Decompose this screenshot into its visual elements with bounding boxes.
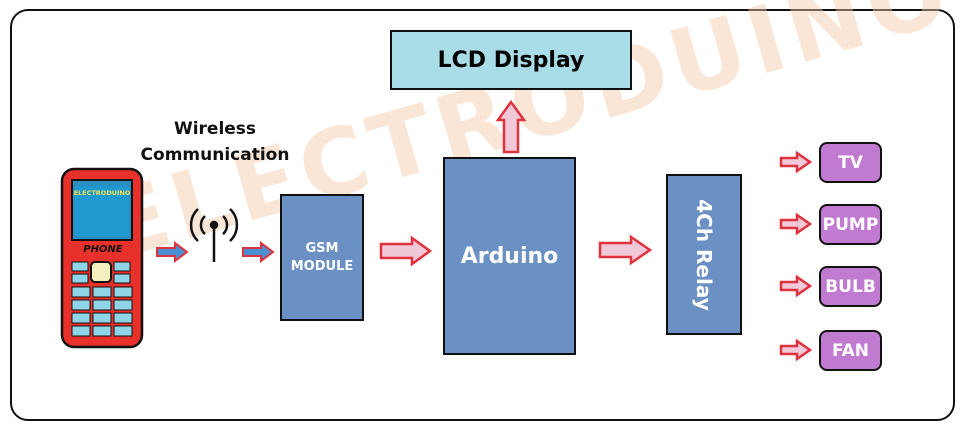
arrow-arduino-to-lcd	[495, 99, 527, 154]
load-tv: TV	[819, 142, 882, 183]
arduino-block: Arduino	[443, 157, 576, 355]
load-bulb: BULB	[819, 266, 882, 307]
gsm-module-block: GSM MODULE	[280, 194, 364, 321]
arrow-to-fan	[779, 338, 813, 362]
phone-icon: ELECTRODUINO PHONE	[60, 167, 144, 349]
phone-screen-text: ELECTRODUINO	[74, 189, 131, 197]
arrow-phone-to-antenna	[156, 241, 189, 263]
arrow-to-bulb	[779, 274, 813, 298]
load-pump: PUMP	[819, 204, 882, 245]
wireless-communication-label: Wireless Communication	[140, 119, 290, 165]
relay-label: 4Ch Relay	[692, 198, 717, 311]
arrow-gsm-to-arduino	[379, 235, 433, 267]
arrow-antenna-to-gsm	[242, 241, 275, 263]
relay-block: 4Ch Relay	[666, 174, 742, 335]
antenna-icon	[189, 208, 239, 262]
arrow-arduino-to-relay	[598, 234, 653, 266]
arrow-to-tv	[779, 150, 813, 174]
load-fan: FAN	[819, 330, 882, 371]
phone-brand-text: PHONE	[83, 244, 123, 255]
arrow-to-pump	[779, 212, 813, 236]
lcd-display-block: LCD Display	[390, 30, 632, 90]
